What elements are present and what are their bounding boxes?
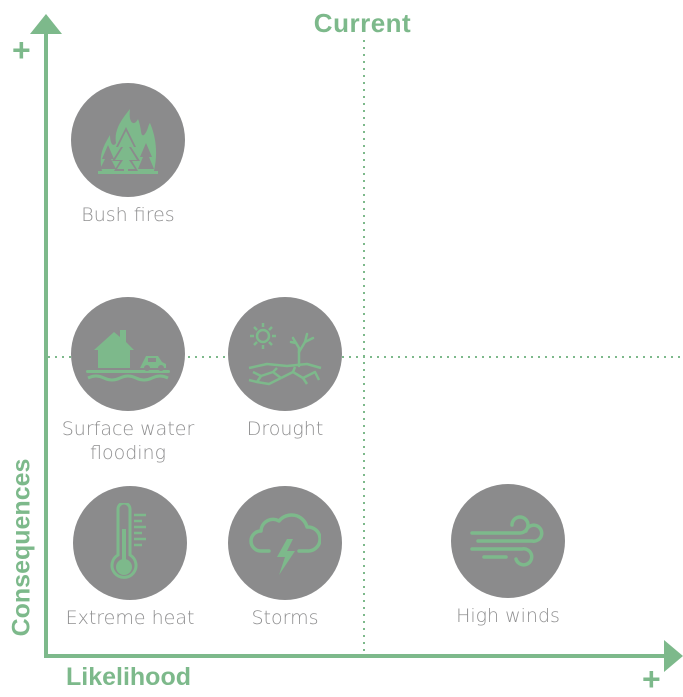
hazard-label: Extreme heat [65, 607, 195, 629]
hazard-label: Surface water flooding [61, 418, 195, 464]
hazard-circle [71, 83, 185, 197]
hazard-label: Storms [251, 607, 319, 629]
hazard-circle [228, 297, 342, 411]
y-axis-plus: + [12, 32, 31, 68]
hazard-surface-water-flooding: Surface water flooding [48, 297, 208, 465]
hazard-label: High winds [456, 605, 560, 627]
hazard-high-winds: High winds [428, 484, 588, 628]
thermometer-icon [110, 503, 146, 579]
hazard-drought: Drought [205, 297, 365, 441]
hazard-circle [71, 297, 185, 411]
hazard-circle [73, 486, 187, 600]
hazard-circle [451, 484, 565, 598]
hazard-extreme-heat: Extreme heat [50, 486, 210, 630]
y-axis-label: Consequences [7, 458, 36, 637]
x-axis-arrow [664, 640, 683, 672]
flood-icon [86, 330, 170, 382]
hazard-label: Bush fires [81, 204, 175, 226]
diagram-title: Current [313, 8, 412, 38]
drought-icon [248, 323, 322, 386]
storm-icon [249, 513, 321, 575]
hazard-storms: Storms [205, 486, 365, 630]
y-axis-arrow [30, 14, 62, 34]
hazard-bush-fires: Bush fires [48, 83, 208, 227]
wind-icon [470, 515, 544, 567]
bushfire-icon [98, 109, 158, 174]
hazard-label: Drought [246, 418, 324, 440]
x-axis-label: Likelihood [66, 663, 191, 691]
x-axis-plus: + [642, 661, 661, 697]
hazard-circle [228, 486, 342, 600]
